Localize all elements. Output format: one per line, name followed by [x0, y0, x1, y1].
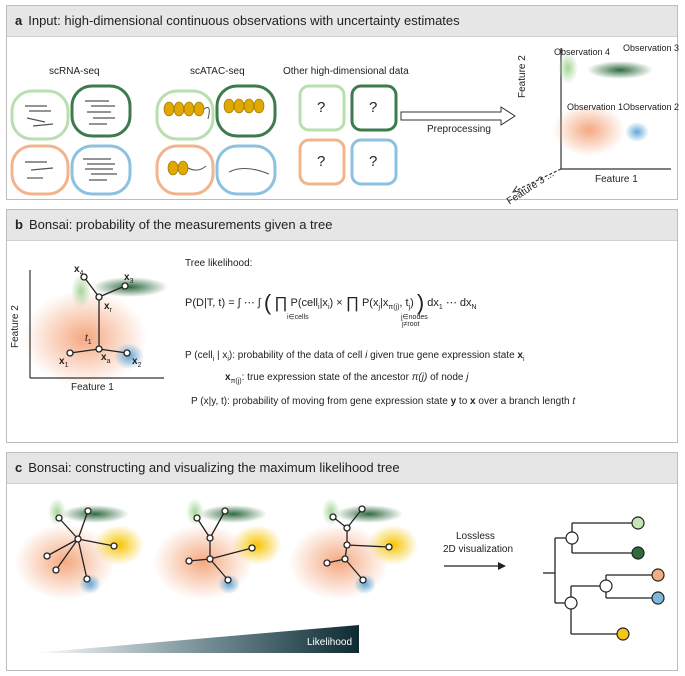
visualization-label: 2D visualization: [443, 544, 514, 555]
axis-label-feature-1: Feature 1: [595, 174, 638, 185]
node-label-xa: xa: [101, 352, 111, 365]
light-green-blob: [71, 274, 91, 308]
observation-4-blob: [558, 52, 578, 84]
product-subscript-nodes: j∈nodes: [401, 314, 428, 321]
node-label-x4: x4: [74, 264, 84, 277]
observation-label: Observation 4: [554, 47, 611, 57]
question-mark: ?: [317, 99, 326, 116]
group-label-scatac: scATAC-seq: [190, 66, 245, 77]
question-mark: ?: [317, 153, 326, 170]
dendrogram-nodes: [564, 516, 665, 641]
tree-likelihood-label: Tree likelihood:: [185, 258, 253, 269]
feature-axes-b: [29, 270, 164, 379]
axis-label-feature-1-b: Feature 1: [71, 382, 114, 393]
likelihood-wedge: [33, 625, 359, 653]
preprocessing-arrow: [400, 106, 516, 126]
observation-label: Observation 3: [623, 43, 680, 53]
scatac-cells: [155, 84, 277, 196]
observation-2-blob: [625, 122, 649, 142]
axis-label-feature-2-b: Feature 2: [10, 305, 21, 348]
likelihood-label: Likelihood: [307, 637, 353, 648]
panel-b-graphic: [23, 270, 168, 386]
product-subscript-cells: i∈cells: [287, 314, 309, 321]
observation-3-blob: [587, 61, 653, 79]
likelihood-formula: P(D|T, t) = ∫ ⋯ ∫ ( ∏ P(celli|xi) × ∏ P(…: [185, 290, 477, 315]
lossless-label: Lossless: [456, 531, 495, 542]
tree-b: [66, 273, 131, 357]
observation-label: Observation 1: [567, 102, 624, 112]
visualization-arrow: [444, 562, 506, 570]
other-data-cells: [298, 84, 398, 186]
group-label-scrna: scRNA-seq: [49, 66, 100, 77]
question-mark: ?: [369, 153, 378, 170]
node-label-xr: xr: [104, 301, 112, 314]
definition-transition-probability: P (x|y, t): probability of moving from g…: [191, 396, 576, 407]
candidate-tree-1: [15, 498, 144, 600]
node-label-t1: t1: [85, 333, 92, 346]
question-mark: ?: [369, 99, 378, 116]
candidate-tree-2: [153, 498, 282, 600]
candidate-tree-3: [289, 498, 418, 600]
panel-a-graphic: [10, 48, 671, 196]
node-label-x2: x2: [132, 356, 142, 369]
preprocessing-label: Preprocessing: [427, 124, 491, 135]
panel-c-graphic: [15, 498, 665, 653]
definition-ancestor-state: xπ(j): true expression state of the ance…: [225, 372, 469, 385]
ml-dendrogram: [543, 522, 658, 635]
scrna-cells: [10, 84, 132, 196]
group-label-other: Other high-dimensional data: [283, 66, 409, 77]
definition-cell-probability: P (celli | xi): probability of the data …: [185, 350, 525, 363]
node-label-x3: x3: [124, 272, 134, 285]
observation-1-blob: [553, 104, 625, 156]
axis-label-feature-2: Feature 2: [517, 55, 528, 98]
node-label-x1: x1: [59, 356, 69, 369]
observation-label: Observation 2: [623, 102, 680, 112]
product-subscript-root: j≠root: [402, 321, 420, 328]
